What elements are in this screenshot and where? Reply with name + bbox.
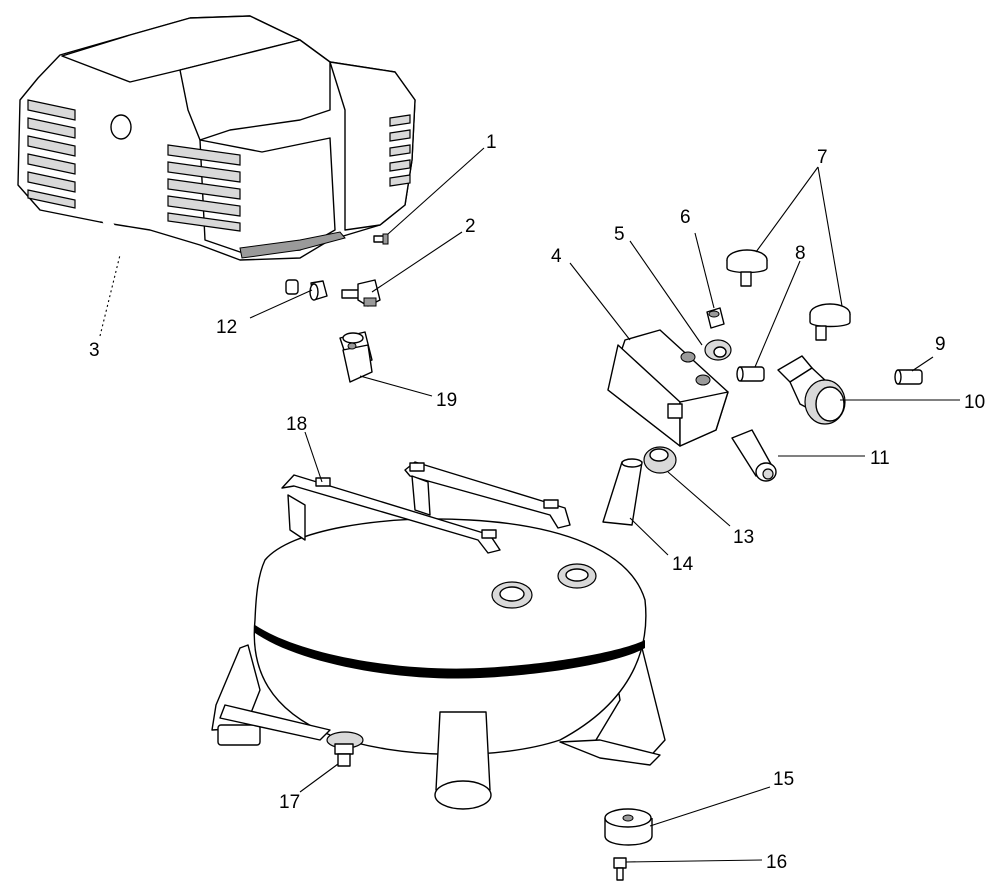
center-vent-grille	[167, 144, 241, 232]
left-vent-grille	[27, 99, 76, 209]
callout-labels: 1 2 3 4 5 6 7 8 9 10 11 12 13 14 15 16 1…	[89, 132, 985, 873]
callout-17: 17	[279, 792, 300, 813]
callout-11: 11	[870, 448, 890, 469]
callout-18: 18	[286, 414, 307, 435]
callout-2: 2	[465, 216, 476, 237]
callout-7: 7	[817, 147, 828, 168]
drain-valve-part-17	[326, 731, 364, 767]
callout-19: 19	[436, 390, 457, 411]
pressure-gauge-part-7b	[809, 303, 851, 341]
elbow-fitting-part-2	[341, 279, 381, 307]
outlet-tube	[86, 114, 299, 295]
nipple-part-9	[894, 369, 923, 385]
screw-part-16	[613, 857, 627, 881]
check-valve-part-13	[643, 446, 677, 474]
nipple-part-14	[602, 458, 643, 526]
callout-10: 10	[964, 392, 985, 413]
callout-3: 3	[89, 340, 100, 361]
callout-1: 1	[486, 132, 497, 153]
callout-8: 8	[795, 243, 806, 264]
callout-15: 15	[773, 769, 794, 790]
regulator-part-10	[777, 355, 846, 425]
pressure-switch-part-4	[607, 329, 729, 447]
callout-9: 9	[935, 334, 946, 355]
callout-13: 13	[733, 527, 754, 548]
callout-16: 16	[766, 852, 787, 873]
adapter-part-5	[704, 339, 732, 361]
safety-valve-part-6	[706, 307, 725, 329]
callout-5: 5	[614, 224, 625, 245]
rubber-foot-part-15	[604, 808, 653, 846]
leader-lines	[99, 147, 960, 863]
tank-assembly	[211, 518, 666, 810]
screw-part-1	[373, 233, 389, 245]
callout-6: 6	[680, 207, 691, 228]
pump-motor-assembly	[17, 15, 416, 261]
pressure-gauge-part-7a	[726, 249, 768, 287]
callout-12: 12	[216, 317, 237, 338]
cord-wrap-part-18	[281, 461, 571, 554]
compression-nut-part-12	[309, 280, 328, 301]
check-valve-fitting-part-19	[339, 331, 373, 383]
callout-4: 4	[551, 246, 562, 267]
right-vent-grille	[389, 114, 411, 187]
quick-coupler-part-11	[731, 429, 777, 482]
callout-14: 14	[672, 554, 694, 575]
nipple-part-8	[736, 366, 765, 382]
